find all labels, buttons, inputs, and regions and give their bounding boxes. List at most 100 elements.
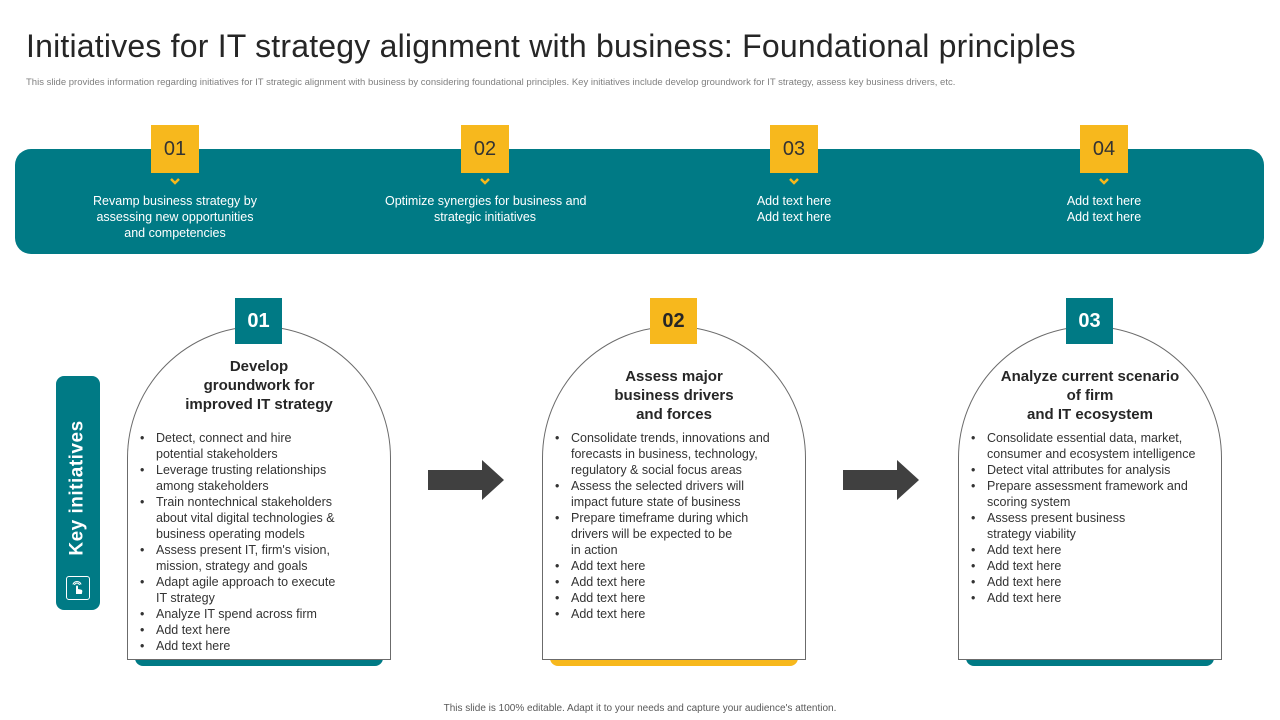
list-item-line: business operating models — [156, 527, 305, 541]
list-item: Leverage trusting relationships among sta… — [140, 462, 335, 494]
slide-footer: This slide is 100% editable. Adapt it to… — [443, 703, 837, 714]
list-item-line: Analyze IT spend across firm — [156, 607, 317, 621]
principle-text-line: Add text here — [1066, 210, 1142, 224]
list-item: Add text here — [555, 558, 770, 574]
list-item: Detect, connect and hire potential stakeh… — [140, 430, 335, 462]
list-item-line: forecasts in business, technology, — [571, 447, 758, 461]
initiative-bullet-list: Consolidate essential data, market, consu… — [971, 430, 1195, 606]
initiative-number: 01 — [235, 298, 282, 344]
chevron-down-icon — [1099, 178, 1109, 185]
list-item: Add text here — [140, 622, 335, 638]
list-item: Consolidate essential data, market, consu… — [971, 430, 1195, 462]
list-item-line: Detect, connect and hire — [156, 431, 292, 445]
list-item: Add text here — [971, 542, 1195, 558]
list-item-line: Add text here — [987, 559, 1062, 573]
list-item-line: Add text here — [987, 575, 1062, 589]
initiative-heading-line: and forces — [636, 406, 712, 423]
list-item-line: Add text here — [571, 607, 646, 621]
initiative-heading-line: Analyze current scenario — [1000, 368, 1180, 385]
list-item: Add text here — [555, 606, 770, 622]
key-initiatives-label: Key initiatives — [67, 420, 88, 556]
initiative-heading-line: and IT ecosystem — [1027, 406, 1153, 423]
principle-text-line: Add text here — [756, 210, 832, 224]
list-item-line: Add text here — [571, 559, 646, 573]
list-item-line: Add text here — [571, 575, 646, 589]
list-item: Add text here — [971, 558, 1195, 574]
list-item-line: Assess present business — [987, 511, 1126, 525]
slide-title: Initiatives for IT strategy alignment wi… — [26, 28, 1076, 64]
slide-subtitle: This slide provides information regardin… — [26, 77, 956, 88]
list-item: Prepare timeframe during which drivers wi… — [555, 510, 770, 558]
list-item-line: regulatory & social focus areas — [571, 463, 742, 477]
arrow-right-icon — [843, 460, 919, 500]
principle-text-line: and competencies — [124, 226, 226, 240]
principle-text: Revamp business strategy by assessing new… — [75, 193, 275, 241]
list-item: Assess present business strategy viabilit… — [971, 510, 1195, 542]
list-item-line: Consolidate essential data, market, — [987, 431, 1183, 445]
initiative-heading-line: business drivers — [614, 387, 734, 404]
list-item: Consolidate trends, innovations and forec… — [555, 430, 770, 478]
chevron-down-icon — [480, 178, 490, 185]
card-accent-bar — [135, 656, 383, 666]
list-item-line: among stakeholders — [156, 479, 269, 493]
principle-number: 03 — [770, 125, 818, 173]
list-item-line: Adapt agile approach to execute — [156, 575, 336, 589]
list-item-line: IT strategy — [156, 591, 215, 605]
initiative-heading-line: Develop — [229, 358, 289, 375]
key-initiatives-tab — [56, 376, 100, 610]
list-item-line: mission, strategy and goals — [156, 559, 308, 573]
list-item-line: Prepare assessment framework and — [987, 479, 1188, 493]
initiative-heading-line: Assess major — [625, 368, 723, 385]
initiative-bullet-list: Detect, connect and hire potential stakeh… — [140, 430, 335, 654]
list-item-line: impact future state of business — [571, 495, 741, 509]
principle-text-line: assessing new opportunities — [96, 210, 254, 224]
list-item-line: Consolidate trends, innovations and — [571, 431, 770, 445]
principle-number: 02 — [461, 125, 509, 173]
list-item-line: Prepare timeframe during which — [571, 511, 749, 525]
principle-text-line: strategic initiatives — [433, 210, 537, 224]
principle-text: Optimize synergies for business and strat… — [385, 193, 587, 225]
list-item: Add text here — [140, 638, 335, 654]
principle-text-line: Revamp business strategy by — [93, 194, 257, 208]
list-item-line: Assess the selected drivers will — [571, 479, 744, 493]
list-item-line: Detect vital attributes for analysis — [987, 463, 1171, 477]
initiative-heading-line: improved IT strategy — [185, 396, 333, 413]
list-item-line: Add text here — [987, 543, 1062, 557]
list-item: Detect vital attributes for analysis — [971, 462, 1195, 478]
list-item-line: Add text here — [156, 639, 231, 653]
list-item: Add text here — [971, 590, 1195, 606]
list-item: Assess present IT, firm's vision,mission… — [140, 542, 335, 574]
card-accent-bar — [550, 656, 798, 666]
principle-number: 01 — [151, 125, 199, 173]
card-accent-bar — [966, 656, 1214, 666]
list-item: Prepare assessment framework andscoring … — [971, 478, 1195, 510]
initiative-bullet-list: Consolidate trends, innovations and forec… — [555, 430, 770, 622]
list-item: Add text here — [555, 590, 770, 606]
list-item-line: Add text here — [571, 591, 646, 605]
chevron-down-icon — [789, 178, 799, 185]
list-item-line: Train nontechnical stakeholders — [156, 495, 333, 509]
list-item-line: about vital digital technologies & — [156, 511, 335, 525]
principle-text-line: Optimize synergies for business and — [385, 194, 587, 208]
touch-hand-icon — [66, 576, 90, 600]
principle-number: 04 — [1080, 125, 1128, 173]
arrow-right-icon — [428, 460, 504, 500]
list-item-line: potential stakeholders — [156, 447, 278, 461]
principle-text-line: Add text here — [756, 194, 832, 208]
principle-text-line: Add text here — [1066, 194, 1142, 208]
initiative-heading: Assess major business drivers and forces — [554, 367, 794, 424]
list-item-line: Leverage trusting relationships — [156, 463, 327, 477]
list-item: Adapt agile approach to execute IT strate… — [140, 574, 335, 606]
list-item-line: Add text here — [156, 623, 231, 637]
list-item: Add text here — [555, 574, 770, 590]
list-item-line: consumer and ecosystem intelligence — [987, 447, 1196, 461]
list-item-line: drivers will be expected to be — [571, 527, 733, 541]
list-item-line: strategy viability — [987, 527, 1076, 541]
list-item-line: Add text here — [987, 591, 1062, 605]
principles-banner — [15, 149, 1264, 254]
list-item: Train nontechnical stakeholders about vit… — [140, 494, 335, 542]
list-item: Add text here — [971, 574, 1195, 590]
